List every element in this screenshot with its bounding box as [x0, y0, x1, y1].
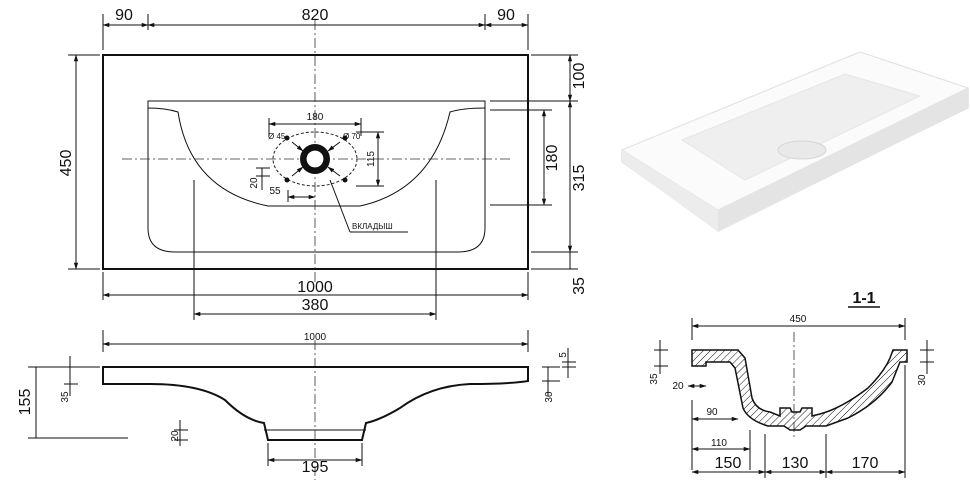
dim-center-width: 820	[302, 7, 329, 24]
front-profile	[102, 366, 529, 441]
dim-depth: 450	[58, 150, 75, 177]
top-view: 90 820 90 450 100 315 35 180 1000 380	[58, 7, 588, 320]
dim-bowl-inner: 180	[544, 145, 561, 172]
section-dim-90: 90	[706, 407, 718, 418]
insert-outline	[272, 131, 358, 187]
dim-tap-spacing: 180	[307, 112, 324, 123]
dim-bowl-width: 380	[302, 297, 329, 314]
dim-offset-55: 55	[269, 186, 281, 197]
dim-overall-width: 1000	[297, 279, 333, 296]
dim-front-rim: 35	[571, 277, 588, 295]
basin-outline	[147, 100, 486, 253]
dim-insert-diameter: Ø 70	[343, 132, 361, 141]
section-dim-right-thickness: 30	[917, 374, 928, 386]
dim-right-margin: 90	[497, 7, 515, 24]
section-dim-110: 110	[711, 438, 727, 449]
front-dim-slab: 35	[60, 391, 71, 403]
dim-drain-diameter: Ø 45	[268, 132, 286, 141]
section-dim-left-thickness: 35	[649, 373, 660, 385]
slab-outline	[102, 54, 529, 270]
drain-hole	[777, 140, 827, 160]
front-dim-overall-width: 1000	[304, 332, 327, 343]
front-dim-height: 155	[17, 389, 34, 416]
section-dim-lip: 20	[672, 381, 684, 392]
dim-left-margin: 90	[115, 7, 133, 24]
product-illustration	[620, 51, 970, 232]
section-view: 1-1 450 35 20 30 90 110	[649, 290, 934, 478]
section-dim-170: 170	[852, 455, 879, 472]
dim-offset-20: 20	[249, 177, 260, 189]
front-dim-drain-step: 20	[170, 430, 181, 442]
dim-back-rim: 100	[571, 63, 588, 90]
front-view: 1000 155 35 30 5 20 195	[17, 330, 576, 480]
insert-label: ВКЛАДЫШ	[352, 222, 393, 231]
bowl-curve	[147, 107, 486, 207]
front-dim-right-slab: 30	[544, 391, 555, 403]
section-dim-150: 150	[715, 455, 742, 472]
section-dim-width: 450	[790, 314, 807, 325]
section-dim-130: 130	[782, 455, 809, 472]
front-dim-lip: 5	[558, 352, 569, 358]
dim-bowl-depth: 315	[571, 165, 588, 192]
dim-insert-height: 115	[366, 151, 377, 167]
drain-inner	[305, 149, 325, 169]
section-profile	[691, 349, 908, 431]
front-dim-bottom-width: 195	[302, 459, 329, 476]
section-title: 1-1	[852, 290, 875, 307]
